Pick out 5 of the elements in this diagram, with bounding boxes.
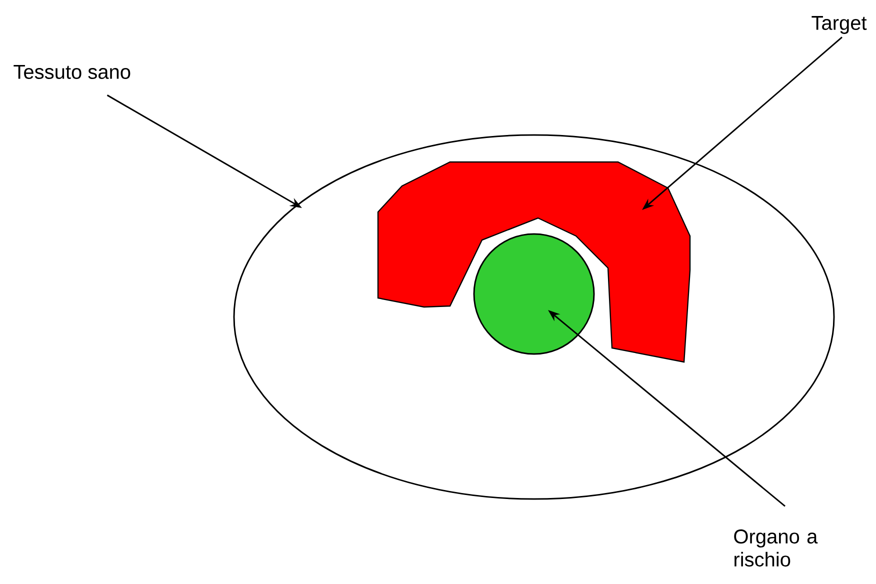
region-label: Target: [812, 16, 867, 34]
region-label: Organo a rischio: [734, 529, 818, 567]
target-region: [377, 161, 691, 363]
organ-circle: [473, 233, 595, 355]
region-label: Tessuto sano: [14, 65, 130, 79]
